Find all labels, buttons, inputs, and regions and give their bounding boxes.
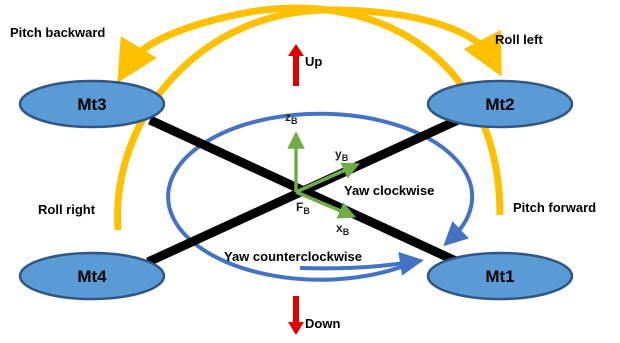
y-axis-arrow <box>295 162 360 194</box>
up-arrow-icon <box>288 44 304 86</box>
roll-right-label: Roll right <box>38 202 96 217</box>
roll-left-arrow <box>114 6 502 231</box>
motor-mt4 <box>18 251 166 301</box>
x-axis-label: xB <box>336 221 350 237</box>
motor-mt2-label: Mt2 <box>485 95 514 114</box>
yaw-counterclockwise-arrow <box>299 251 424 276</box>
motor-mt3 <box>18 79 166 129</box>
force-label: FB <box>296 200 310 216</box>
z-axis-label: zB <box>285 110 298 126</box>
motor-mt3-label: Mt3 <box>77 95 106 114</box>
arm-mt4-mt2 <box>146 115 460 267</box>
up-label: Up <box>305 54 322 69</box>
y-axis-label: yB <box>335 147 349 163</box>
x-axis-arrow <box>295 190 357 219</box>
pitch-backward-label: Pitch backward <box>10 25 105 40</box>
motor-mt1 <box>426 251 574 301</box>
yaw-counterclockwise-label: Yaw counterclockwise <box>224 249 362 264</box>
down-arrow-icon <box>288 296 304 335</box>
motor-mt2 <box>426 79 574 129</box>
motor-mt1-label: Mt1 <box>485 267 514 286</box>
down-label: Down <box>305 316 340 331</box>
motor-mt4-label: Mt4 <box>77 267 107 286</box>
roll-left-label: Roll left <box>495 32 543 47</box>
pitch-forward-label: Pitch forward <box>513 200 596 215</box>
yaw-clockwise-label: Yaw clockwise <box>344 183 434 198</box>
